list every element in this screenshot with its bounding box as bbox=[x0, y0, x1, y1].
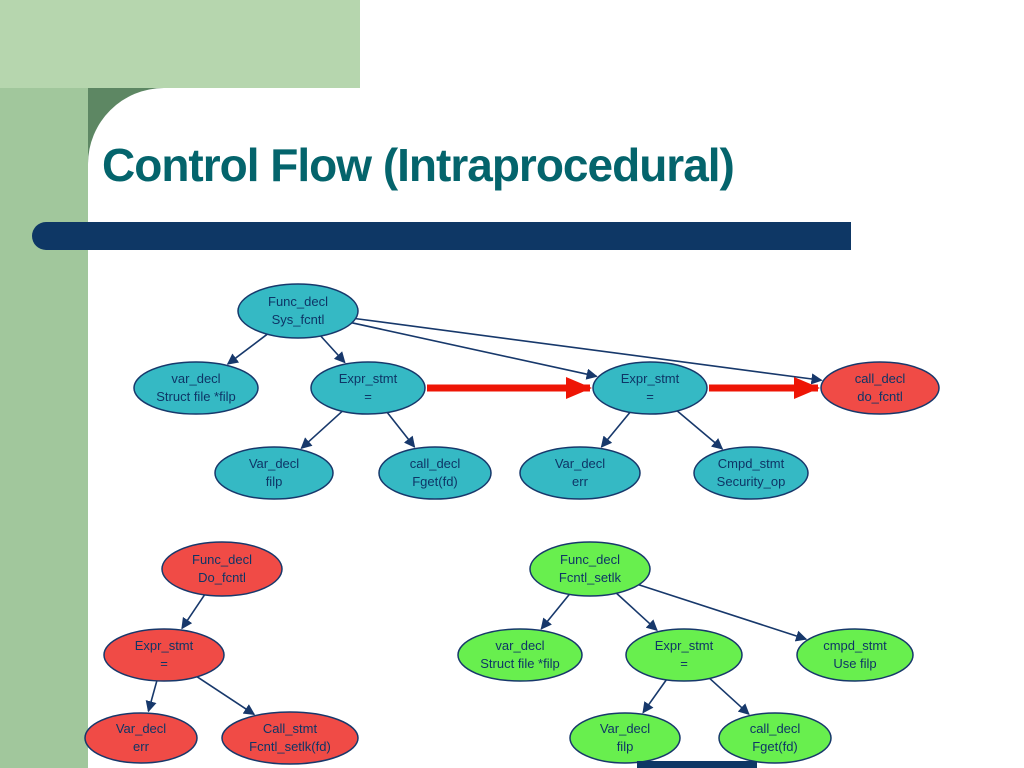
node-ellipse-sys_fcntl bbox=[237, 283, 359, 339]
edge-fcntl_setlk_root-to-cmpd_use_filp bbox=[638, 584, 808, 642]
node-ellipse-var_filp_2 bbox=[569, 712, 681, 764]
node-expr_stmt_2: Expr_stmt= bbox=[592, 361, 708, 415]
edge-sys_fcntl-to-expr_stmt_1 bbox=[320, 335, 346, 364]
node-ellipse-expr_stmt_1 bbox=[310, 361, 426, 415]
node-ellipse-cmpd_use_filp bbox=[796, 628, 914, 682]
edge-sys_fcntl-to-expr_stmt_2 bbox=[351, 322, 598, 380]
top-green-band bbox=[0, 0, 360, 88]
edge-expr_stmt_3-to-var_err_2 bbox=[145, 680, 158, 713]
node-label-expr_stmt_2: Expr_stmt= bbox=[621, 371, 680, 404]
edge-expr_stmt_1-to-call_fget_1 bbox=[386, 411, 416, 448]
node-ellipse-expr_stmt_4 bbox=[625, 628, 743, 682]
node-ellipse-var_err_1 bbox=[519, 446, 641, 500]
edge-expr_stmt_1-to-var_filp_1 bbox=[300, 410, 343, 450]
edge-fcntl_setlk_root-to-var_struct_filp_2 bbox=[540, 593, 570, 630]
edge-do_fcntl_root-to-expr_stmt_3 bbox=[181, 594, 206, 630]
node-label-expr_stmt_3: Expr_stmt= bbox=[135, 638, 194, 671]
edge-fcntl_setlk_root-to-expr_stmt_4 bbox=[615, 592, 658, 632]
left-green-band bbox=[0, 0, 88, 768]
node-ellipse-fcntl_setlk_root bbox=[529, 541, 651, 597]
slide-title: Control Flow (Intraprocedural) bbox=[102, 139, 735, 191]
edge-expr_stmt_4-to-var_filp_2 bbox=[642, 679, 668, 714]
edge-layer bbox=[145, 317, 823, 716]
node-label-expr_stmt_4: Expr_stmt= bbox=[655, 638, 714, 671]
edge-expr_stmt_3-to-call_fcntl_setlk bbox=[196, 676, 256, 716]
bottom-navy-bar bbox=[637, 761, 757, 768]
node-ellipse-call_fcntl_setlk bbox=[221, 711, 359, 765]
node-ellipse-var_err_2 bbox=[84, 712, 198, 764]
node-ellipse-do_fcntl_root bbox=[161, 541, 283, 597]
edge-expr_stmt_2-to-var_err_1 bbox=[600, 411, 631, 448]
node-expr_stmt_4: Expr_stmt= bbox=[625, 628, 743, 682]
edge-sys_fcntl-to-call_do_fcntl bbox=[355, 317, 823, 385]
edge-expr_stmt_2-to-cmpd_security bbox=[676, 410, 724, 450]
node-expr_stmt_1: Expr_stmt= bbox=[310, 361, 426, 415]
node-ellipse-call_fget_2 bbox=[718, 712, 832, 764]
node-ellipse-cmpd_security bbox=[693, 446, 809, 500]
title-underline-bar bbox=[32, 222, 851, 250]
node-ellipse-call_fget_1 bbox=[378, 446, 492, 500]
node-ellipse-var_struct_filp bbox=[133, 361, 259, 415]
node-label-expr_stmt_1: Expr_stmt= bbox=[339, 371, 398, 404]
edge-sys_fcntl-to-var_struct_filp bbox=[226, 333, 268, 365]
node-ellipse-var_struct_filp_2 bbox=[457, 628, 583, 682]
node-ellipse-expr_stmt_2 bbox=[592, 361, 708, 415]
edge-expr_stmt_4-to-call_fget_2 bbox=[709, 677, 750, 715]
node-expr_stmt_3: Expr_stmt= bbox=[103, 628, 225, 682]
node-ellipse-expr_stmt_3 bbox=[103, 628, 225, 682]
node-ellipse-call_do_fcntl bbox=[820, 361, 940, 415]
node-ellipse-var_filp_1 bbox=[214, 446, 334, 500]
